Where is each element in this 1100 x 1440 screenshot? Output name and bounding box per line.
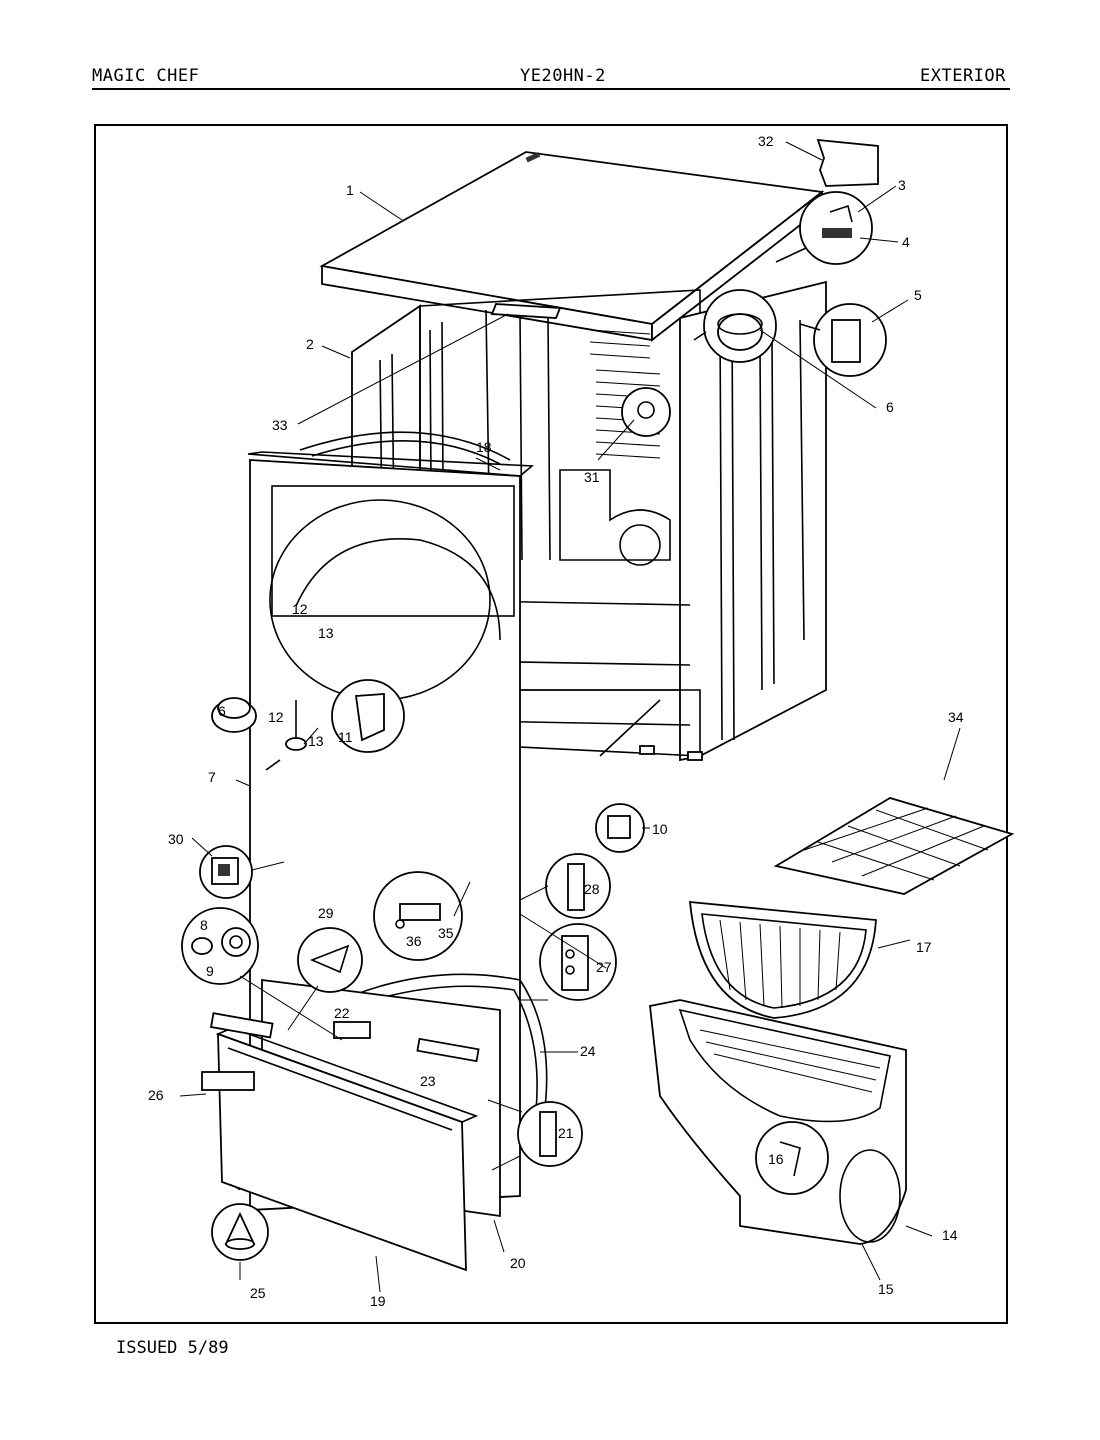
callout-13-front: 13 xyxy=(308,733,324,749)
callout-19: 19 xyxy=(370,1293,386,1309)
callout-2: 2 xyxy=(306,336,314,352)
callout-18: 18 xyxy=(476,439,492,455)
callout-9: 9 xyxy=(206,963,214,979)
callout-10: 10 xyxy=(652,821,668,837)
inset-31 xyxy=(621,387,671,437)
callout-34: 34 xyxy=(948,709,964,725)
callout-22: 22 xyxy=(334,1005,350,1021)
callout-33: 33 xyxy=(272,417,288,433)
callout-32: 32 xyxy=(758,133,774,149)
brand-label: MAGIC CHEF xyxy=(92,66,200,86)
callout-30: 30 xyxy=(168,831,184,847)
inset-35-36 xyxy=(373,871,463,961)
callout-6-knob: 6 xyxy=(218,703,226,719)
lint-screen xyxy=(688,900,877,1019)
inset-29 xyxy=(297,927,363,993)
callout-labels: 1 2 3 4 5 6 6 7 8 9 10 11 12 13 12 13 14… xyxy=(148,133,964,1309)
callout-6-cabinet: 6 xyxy=(886,399,894,415)
inset-28 xyxy=(545,853,611,919)
inset-16 xyxy=(755,1121,829,1195)
callout-24: 24 xyxy=(580,1043,596,1059)
inset-30 xyxy=(199,845,253,899)
bracket-32 xyxy=(816,138,879,187)
section-title: EXTERIOR xyxy=(920,66,1006,86)
inset-6-knob xyxy=(211,697,257,733)
callout-8: 8 xyxy=(200,917,208,933)
inset-10 xyxy=(595,803,645,853)
leader-lines xyxy=(179,141,961,1293)
lint-duct-housing xyxy=(649,999,907,1245)
callout-23: 23 xyxy=(420,1073,436,1089)
inset-3-4 xyxy=(775,191,873,265)
header-rule xyxy=(92,88,1010,90)
issued-date: ISSUED 5/89 xyxy=(116,1338,229,1358)
inset-12-13-screw xyxy=(265,700,307,771)
callout-16: 16 xyxy=(768,1151,784,1167)
callout-31: 31 xyxy=(584,469,600,485)
inset-11 xyxy=(331,679,405,753)
callout-4: 4 xyxy=(902,234,910,250)
callout-35: 35 xyxy=(438,925,454,941)
callout-17: 17 xyxy=(916,939,932,955)
inset-8-9 xyxy=(181,907,259,985)
drying-rack xyxy=(773,797,1015,895)
diagram-frame xyxy=(94,124,1008,1324)
callout-5: 5 xyxy=(914,287,922,303)
inset-25 xyxy=(211,1203,269,1261)
callout-12-front: 12 xyxy=(268,709,284,725)
callout-28: 28 xyxy=(584,881,600,897)
inset-21 xyxy=(517,1101,583,1167)
callout-11: 11 xyxy=(338,729,353,745)
callout-29: 29 xyxy=(318,905,334,921)
callout-7: 7 xyxy=(208,769,216,785)
callout-14: 14 xyxy=(942,1227,958,1243)
callout-12-cabinet: 12 xyxy=(292,601,308,617)
callout-3: 3 xyxy=(898,177,906,193)
callout-26: 26 xyxy=(148,1087,164,1103)
model-number: YE20HN-2 xyxy=(520,66,606,86)
inset-27 xyxy=(539,923,617,1001)
door-handle-parts xyxy=(201,1012,480,1091)
callout-36: 36 xyxy=(406,933,422,949)
callout-1: 1 xyxy=(346,182,354,198)
callout-27: 27 xyxy=(596,959,612,975)
callout-15: 15 xyxy=(878,1281,894,1297)
callout-25: 25 xyxy=(250,1285,266,1301)
callout-21: 21 xyxy=(558,1125,574,1141)
callout-13-cabinet: 13 xyxy=(318,625,334,641)
inset-6-top xyxy=(693,289,777,363)
inset-5 xyxy=(799,303,887,377)
callout-20: 20 xyxy=(510,1255,526,1271)
